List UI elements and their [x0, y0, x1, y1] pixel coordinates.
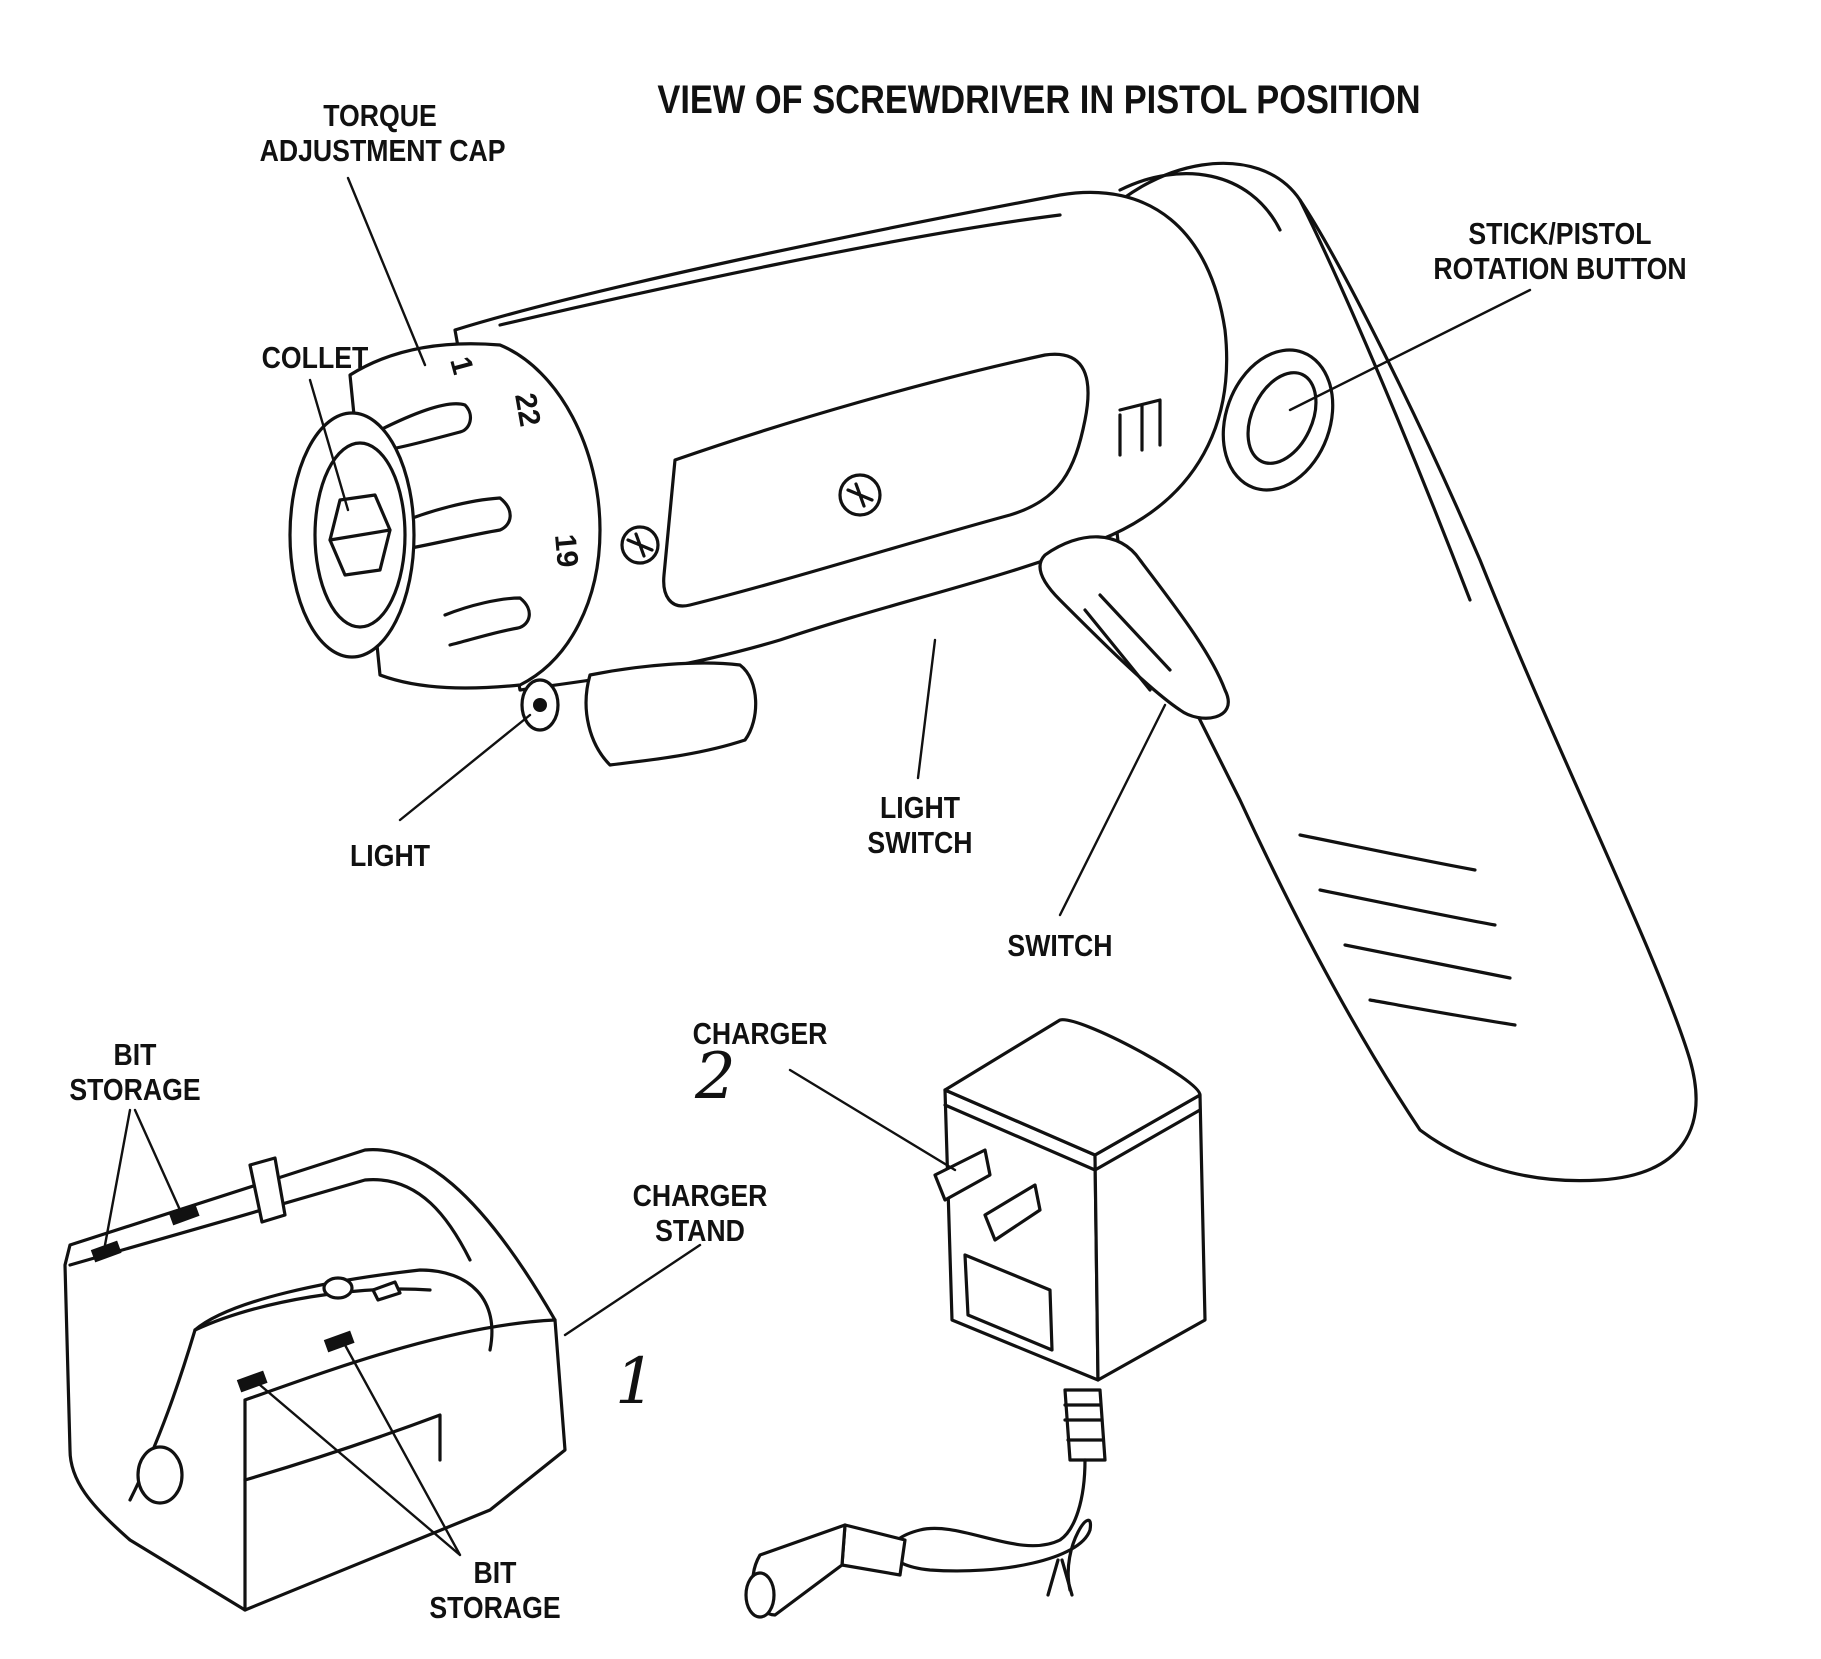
leader-charger-stand	[563, 1243, 702, 1337]
label-line: ROTATION BUTTON	[1433, 251, 1687, 286]
bit-slot	[90, 1240, 122, 1263]
wall-charger-drawing	[744, 1018, 1207, 1619]
leader-bit-storage-top	[103, 1108, 182, 1247]
grip-ridge	[1343, 943, 1512, 980]
label-line: SWITCH	[867, 825, 973, 860]
dial-number: 19	[548, 533, 584, 569]
label-collet: COLLET	[261, 340, 369, 375]
light-switch-slide	[584, 661, 758, 767]
brand-logo	[1118, 398, 1162, 457]
label-bit-storage-top: BIT STORAGE	[66, 1037, 204, 1107]
label-line: BIT	[473, 1555, 517, 1590]
label-line: STICK/PISTOL	[1468, 216, 1652, 251]
handwritten-number-charger: 2	[695, 1040, 736, 1114]
charger-stand-body	[63, 1148, 567, 1612]
bit-slot	[168, 1203, 200, 1226]
light-lens	[520, 678, 560, 732]
screwdriver-drawing: 1 22 19	[288, 161, 1698, 1183]
label-bit-storage-bottom: BIT STORAGE	[426, 1555, 564, 1625]
label-line: ADJUSTMENT CAP	[259, 133, 506, 168]
leader-collet	[308, 378, 350, 512]
grip-ridge	[1318, 888, 1497, 927]
handwritten-number-stand: 1	[615, 1345, 656, 1419]
label-light-switch: LIGHT SWITCH	[860, 790, 980, 860]
label-switch: SWITCH	[1007, 928, 1113, 963]
label-line: LIGHT	[880, 790, 960, 825]
collet-shape	[288, 411, 416, 659]
leader-switch	[1058, 703, 1167, 917]
barrel-plug	[840, 1523, 907, 1577]
charger-cord	[889, 1458, 1093, 1592]
plug-prong	[983, 1183, 1042, 1242]
dial-number: 22	[508, 390, 546, 429]
label-line: BIT	[113, 1037, 157, 1072]
bit-slot	[323, 1330, 355, 1353]
diagram-title: VIEW OF SCREWDRIVER IN PISTOL POSITION	[657, 78, 1421, 122]
grip-ridge	[1298, 833, 1477, 872]
leader-torque-cap	[346, 176, 427, 367]
label-line: STAND	[655, 1213, 745, 1248]
label-line: STORAGE	[429, 1590, 561, 1625]
label-line: TORQUE	[323, 98, 437, 133]
torque-cap-shape	[348, 342, 602, 690]
plug-prong	[933, 1148, 992, 1202]
leader-bit-storage-bottom	[258, 1343, 462, 1557]
label-line: CHARGER	[632, 1178, 768, 1213]
label-charger: CHARGER	[692, 1016, 828, 1051]
body-screw	[620, 525, 660, 565]
leader-light	[398, 713, 532, 822]
leader-charger	[788, 1068, 957, 1172]
rotation-button-shape	[1221, 348, 1335, 492]
leader-light-switch	[916, 638, 937, 780]
leader-lines	[103, 176, 1532, 1557]
label-plate	[662, 352, 1090, 608]
label-rotation-button: STICK/PISTOL ROTATION BUTTON	[1422, 216, 1697, 286]
charger-stand-drawing	[63, 1148, 567, 1612]
label-line: STORAGE	[69, 1072, 201, 1107]
label-charger-stand: CHARGER STAND	[631, 1178, 769, 1248]
label-light: LIGHT	[350, 838, 430, 873]
trigger-switch	[1038, 535, 1230, 720]
label-torque-adjustment-cap: TORQUE ADJUSTMENT CAP	[259, 98, 506, 168]
grip-ridge	[1368, 998, 1517, 1027]
bit-slot	[236, 1370, 268, 1393]
charger-top-face	[943, 1018, 1202, 1157]
body-screw	[838, 473, 882, 517]
leader-rotation-button	[1288, 288, 1532, 412]
